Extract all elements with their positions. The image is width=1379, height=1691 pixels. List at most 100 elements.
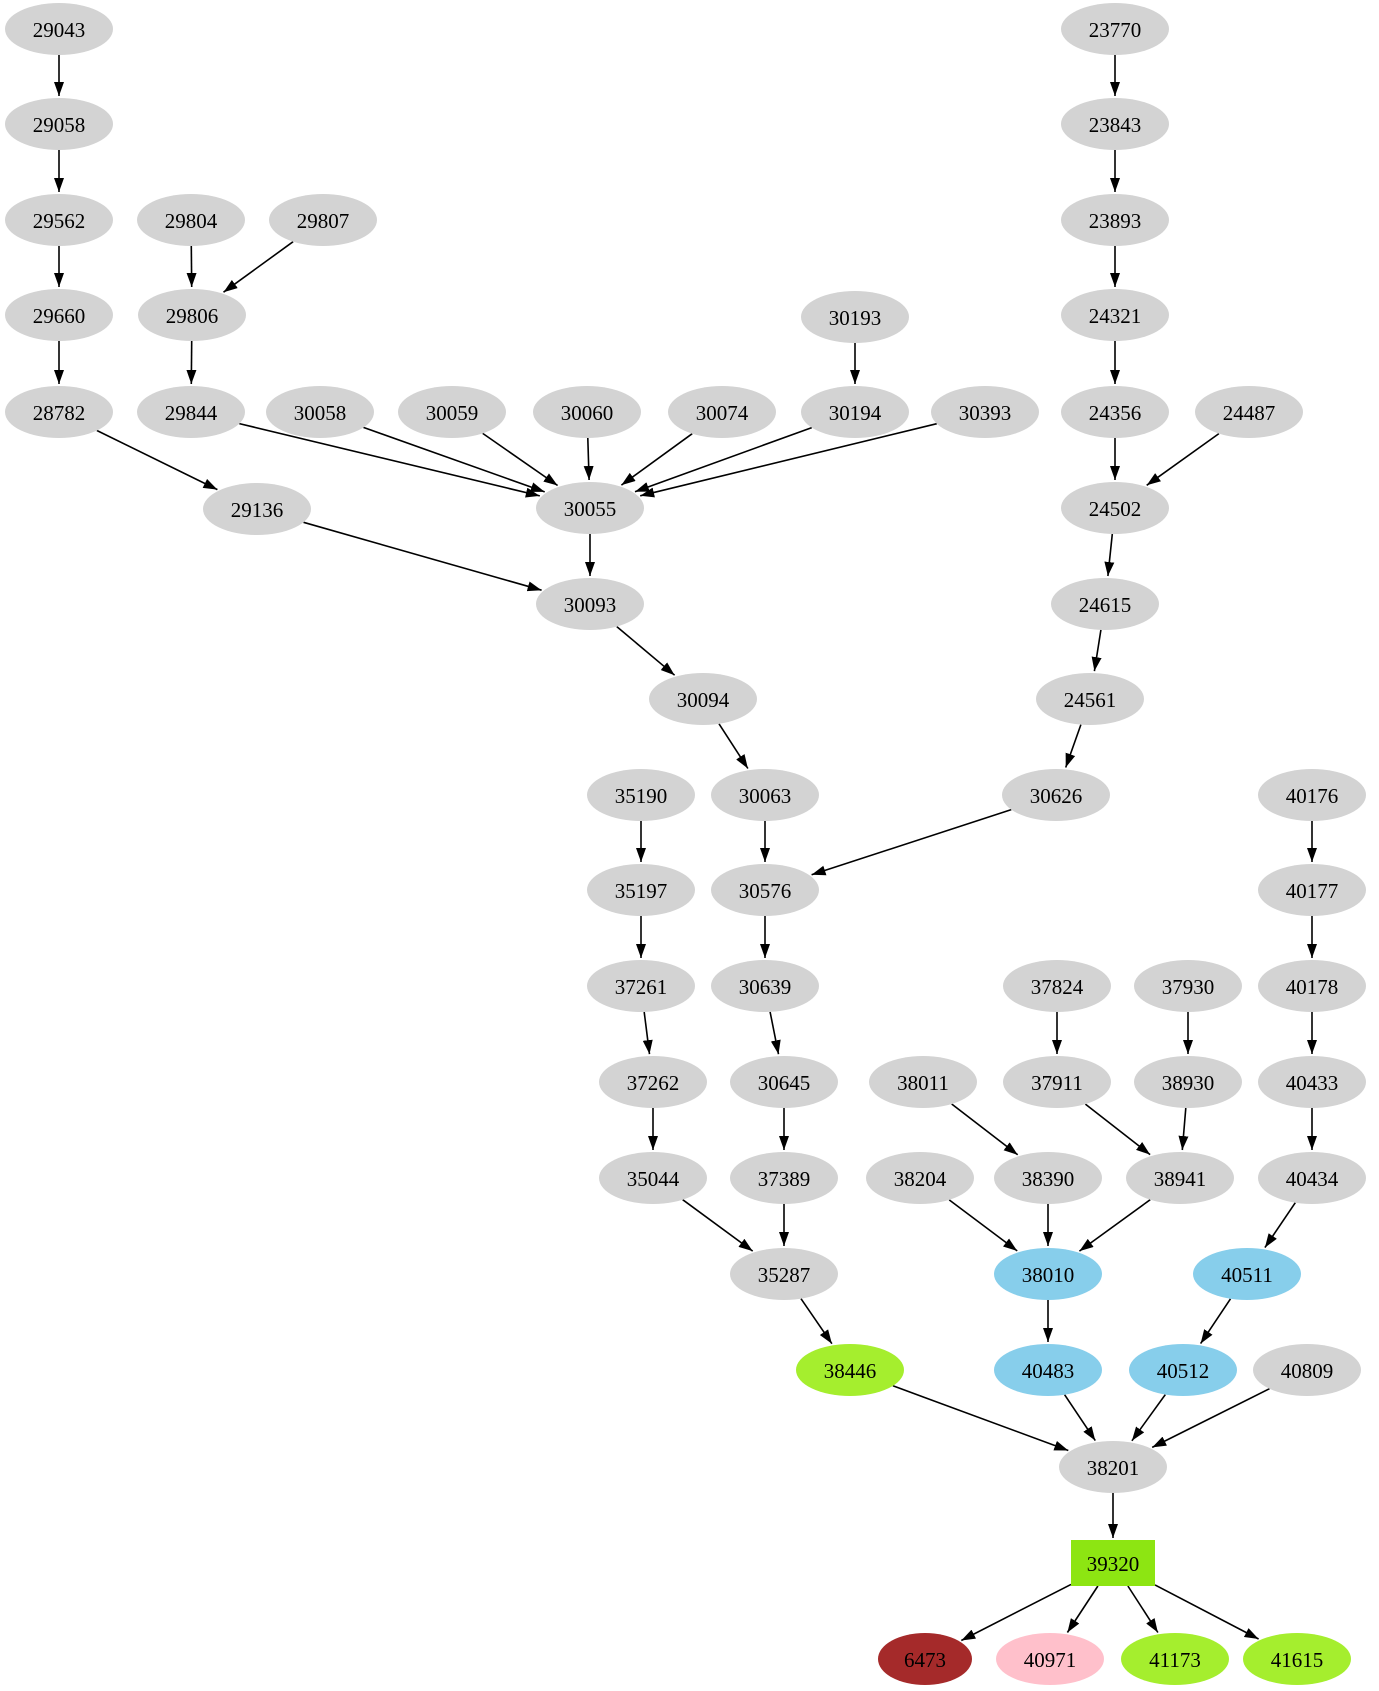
edge-24615-24561 — [1091, 629, 1102, 672]
node-label-28782: 28782 — [33, 401, 86, 425]
graph-node-35287: 35287 — [730, 1248, 838, 1300]
node-ellipse-35287 — [730, 1248, 838, 1300]
node-ellipse-40512 — [1129, 1344, 1237, 1396]
node-label-38390: 38390 — [1022, 1167, 1075, 1191]
edge-39320-41173 — [1127, 1585, 1159, 1633]
node-ellipse-40176 — [1258, 769, 1366, 821]
node-label-39320: 39320 — [1087, 1552, 1140, 1576]
edge-24561-30626 — [1064, 724, 1082, 768]
node-label-41173: 41173 — [1149, 1648, 1201, 1672]
graph-node-38941: 38941 — [1126, 1152, 1234, 1204]
node-ellipse-6473 — [878, 1633, 972, 1685]
node-ellipse-24487 — [1195, 386, 1303, 438]
node-ellipse-30193 — [801, 291, 909, 343]
node-ellipse-30194 — [801, 386, 909, 438]
edge-38446-38201 — [892, 1385, 1069, 1452]
edge-38204-38010 — [948, 1199, 1018, 1252]
graph-node-37930: 37930 — [1134, 960, 1242, 1012]
graph-node-24321: 24321 — [1061, 289, 1169, 341]
graph-node-40511: 40511 — [1193, 1248, 1301, 1300]
edge-24487-24502 — [1146, 432, 1220, 486]
graph-node-38011: 38011 — [869, 1056, 977, 1108]
graph-node-40178: 40178 — [1258, 960, 1366, 1012]
graph-node-28782: 28782 — [5, 386, 113, 438]
node-label-37261: 37261 — [615, 975, 668, 999]
node-label-30193: 30193 — [829, 306, 882, 330]
node-ellipse-30059 — [398, 386, 506, 438]
node-label-30063: 30063 — [739, 784, 792, 808]
edge-40434-40511 — [1264, 1202, 1296, 1249]
node-label-30645: 30645 — [758, 1071, 811, 1095]
node-label-24487: 24487 — [1223, 401, 1276, 425]
node-label-30194: 30194 — [829, 401, 882, 425]
node-label-40433: 40433 — [1286, 1071, 1339, 1095]
node-ellipse-40434 — [1258, 1152, 1366, 1204]
node-ellipse-30576 — [711, 864, 819, 916]
node-label-37930: 37930 — [1162, 975, 1215, 999]
graph-node-23893: 23893 — [1061, 194, 1169, 246]
edge-38930-38941 — [1178, 1107, 1189, 1151]
edge-30059-30055 — [482, 432, 559, 487]
node-ellipse-30094 — [649, 673, 757, 725]
node-ellipse-24356 — [1061, 386, 1169, 438]
node-ellipse-37824 — [1003, 960, 1111, 1012]
node-ellipse-30074 — [668, 386, 776, 438]
edge-24502-24615 — [1104, 533, 1115, 577]
node-label-40809: 40809 — [1281, 1359, 1334, 1383]
graph-node-24561: 24561 — [1036, 673, 1144, 725]
node-ellipse-38446 — [796, 1344, 904, 1396]
graph-node-37262: 37262 — [599, 1056, 707, 1108]
node-label-30393: 30393 — [959, 401, 1012, 425]
graph-node-29043: 29043 — [5, 3, 113, 55]
edge-39320-40971 — [1066, 1585, 1099, 1633]
node-label-30639: 30639 — [739, 975, 792, 999]
graph-node-37261: 37261 — [587, 960, 695, 1012]
node-label-30094: 30094 — [677, 688, 730, 712]
node-label-29136: 29136 — [231, 498, 284, 522]
graph-node-24356: 24356 — [1061, 386, 1169, 438]
node-label-30074: 30074 — [696, 401, 749, 425]
node-label-37262: 37262 — [627, 1071, 680, 1095]
node-ellipse-29804 — [137, 194, 245, 246]
node-ellipse-23770 — [1061, 3, 1169, 55]
graph-node-30576: 30576 — [711, 864, 819, 916]
graph-node-30060: 30060 — [533, 386, 641, 438]
node-ellipse-24321 — [1061, 289, 1169, 341]
node-label-40176: 40176 — [1286, 784, 1339, 808]
node-label-29043: 29043 — [33, 18, 86, 42]
graph-node-24502: 24502 — [1061, 482, 1169, 534]
edge-39320-6473 — [960, 1583, 1072, 1642]
node-label-40971: 40971 — [1024, 1648, 1077, 1672]
graph-node-29804: 29804 — [137, 194, 245, 246]
node-label-38941: 38941 — [1154, 1167, 1207, 1191]
edge-40809-38201 — [1151, 1387, 1270, 1449]
node-label-29660: 29660 — [33, 304, 86, 328]
node-ellipse-40971 — [996, 1633, 1104, 1685]
graph-node-30626: 30626 — [1002, 769, 1110, 821]
graph-node-38446: 38446 — [796, 1344, 904, 1396]
node-ellipse-24561 — [1036, 673, 1144, 725]
graph-node-38010: 38010 — [994, 1248, 1102, 1300]
graph-node-29562: 29562 — [5, 194, 113, 246]
node-label-37389: 37389 — [758, 1167, 811, 1191]
node-label-30576: 30576 — [739, 879, 792, 903]
node-label-37824: 37824 — [1031, 975, 1084, 999]
edge-29844-30055 — [239, 422, 540, 498]
graph-node-30639: 30639 — [711, 960, 819, 1012]
edge-30094-30063 — [718, 723, 749, 769]
node-label-41615: 41615 — [1271, 1648, 1324, 1672]
graph-node-40971: 40971 — [996, 1633, 1104, 1685]
graph-node-30645: 30645 — [730, 1056, 838, 1108]
node-ellipse-37930 — [1134, 960, 1242, 1012]
node-label-38930: 38930 — [1162, 1071, 1215, 1095]
node-label-30058: 30058 — [294, 401, 347, 425]
edge-29807-29806 — [223, 241, 294, 293]
graph-node-6473: 6473 — [878, 1633, 972, 1685]
node-ellipse-30393 — [931, 386, 1039, 438]
edge-35287-38446 — [800, 1298, 833, 1345]
graph-node-29136: 29136 — [203, 483, 311, 535]
edge-38011-38390 — [951, 1103, 1019, 1156]
graph-node-37911: 37911 — [1003, 1056, 1111, 1108]
node-label-23893: 23893 — [1089, 209, 1142, 233]
edge-35044-35287 — [682, 1199, 754, 1252]
